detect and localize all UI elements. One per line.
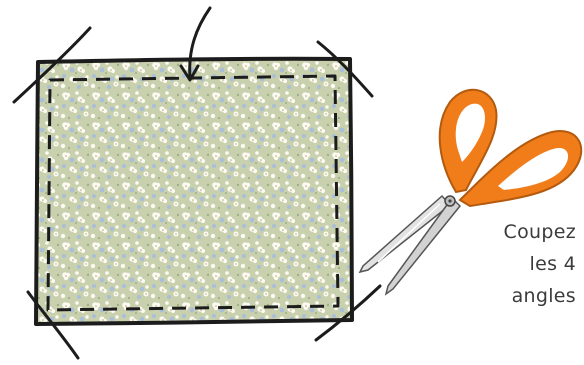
scissors-icon bbox=[358, 88, 583, 296]
instruction-caption: Coupez les 4 angles bbox=[436, 216, 576, 312]
fabric-square bbox=[36, 59, 352, 324]
corner-cut-marks bbox=[12, 26, 382, 360]
caption-line-2: les 4 bbox=[529, 253, 576, 275]
cut-mark-bottom-left bbox=[26, 290, 80, 360]
fabric-square-outline bbox=[34, 56, 354, 326]
dashed-seam-line bbox=[46, 74, 340, 312]
cut-mark-bottom-right bbox=[314, 284, 382, 342]
cut-mark-top-right bbox=[316, 40, 374, 98]
caption-line-1: Coupez bbox=[503, 221, 576, 243]
cut-mark-top-left bbox=[12, 26, 92, 104]
curved-arrow-down-icon bbox=[179, 6, 212, 82]
caption-line-3: angles bbox=[511, 285, 576, 307]
